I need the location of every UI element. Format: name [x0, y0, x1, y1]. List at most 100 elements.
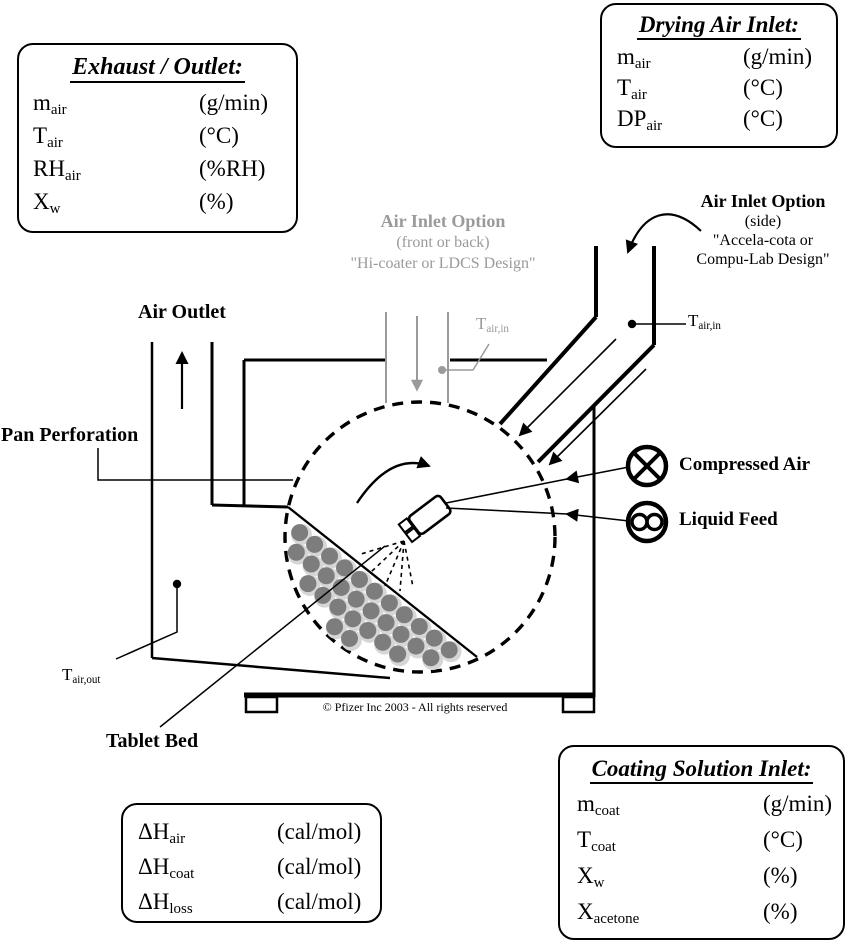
compressed-air-label: Compressed Air	[679, 454, 811, 475]
param-row: ΔHcoat(cal/mol)	[138, 849, 380, 884]
exhaust-outlet-box: Exhaust / Outlet: mair(g/min) Tair (°C) R…	[17, 43, 298, 233]
tablet-bed-leader	[159, 545, 386, 728]
param-label: mcoat	[577, 791, 620, 820]
param-unit: (cal/mol)	[277, 889, 362, 914]
param-label: Tcoat	[577, 827, 616, 856]
air-inlet-option-front-title: Air Inlet Option	[380, 211, 506, 231]
t-air-in-front-leader	[438, 343, 490, 374]
tablet	[287, 543, 305, 561]
tablet	[380, 594, 398, 612]
tablet	[425, 629, 443, 647]
air-inlet-option-side-position: (side)	[744, 213, 782, 230]
tablet	[336, 559, 354, 577]
coating-solution-inlet-box: Coating Solution Inlet: mcoat(g/min) Tco…	[558, 745, 845, 940]
air-outlet-label: Air Outlet	[138, 301, 226, 323]
tablet	[329, 598, 347, 616]
drying-air-inlet-box: Drying Air Inlet: mair(g/min) Tair(°C) D…	[600, 3, 838, 148]
tablet	[332, 578, 350, 596]
param-unit: (g/min)	[763, 791, 832, 816]
param-label: Xacetone	[577, 899, 640, 928]
air-inlet-option-front-design: "Hi-coater or LDCS Design"	[350, 255, 536, 272]
tablet	[392, 625, 410, 643]
copyright-notice: © Pfizer Inc 2003 - All rights reserved	[322, 700, 508, 714]
liquid-feed-label: Liquid Feed	[679, 509, 778, 530]
param-unit: (°C)	[743, 75, 783, 100]
tablet	[326, 618, 344, 636]
probe-dot	[627, 319, 637, 329]
tablet-bed-surface	[287, 506, 478, 658]
tablet	[317, 567, 335, 585]
param-row: Xw (%)	[33, 185, 296, 218]
param-label: ΔHcoat	[138, 854, 195, 883]
param-row: mcoat (g/min)	[577, 786, 843, 822]
tablet	[359, 622, 377, 640]
t-air-in-side-label: Tair,in	[688, 311, 721, 333]
tablet	[302, 555, 320, 573]
tablet	[344, 610, 362, 628]
coater-casing	[151, 358, 596, 697]
tablet	[365, 582, 383, 600]
probe-dot	[172, 579, 182, 589]
param-row: Tair (°C)	[33, 119, 296, 152]
t-air-out-label: Tair,out	[62, 665, 101, 687]
tablet	[321, 547, 339, 565]
param-label: ΔHair	[138, 819, 186, 848]
air-inlet-option-side-design-1: "Accela-cota or	[712, 232, 814, 249]
param-unit: (°C)	[743, 106, 783, 131]
air-inlet-option-front-block: Air Inlet Option (front or back) "Hi-coa…	[325, 211, 561, 274]
tablet-bed	[287, 523, 462, 671]
param-unit: (°C)	[763, 827, 803, 852]
compressed-air-line	[445, 466, 630, 504]
tablet	[440, 641, 458, 659]
param-row: mair(g/min)	[617, 41, 836, 72]
param-unit: (g/min)	[743, 44, 812, 69]
air-inlet-option-side-title: Air Inlet Option	[700, 191, 826, 211]
t-air-in-front-label: Tair,in	[476, 314, 509, 336]
tablet	[299, 575, 317, 593]
param-row: mair(g/min)	[33, 86, 296, 119]
param-row: ΔHloss(cal/mol)	[138, 884, 380, 919]
param-unit: (cal/mol)	[277, 819, 362, 844]
front-back-inlet-duct	[385, 312, 449, 403]
param-row: ΔHair (cal/mol)	[138, 814, 380, 849]
param-unit: (°C)	[199, 123, 239, 148]
coating-pan-drum	[283, 400, 557, 674]
side-inlet-duct	[498, 246, 656, 464]
tablet	[407, 637, 425, 655]
tablet	[350, 571, 368, 589]
param-row: RHair (%RH)	[33, 152, 296, 185]
param-label: RHair	[33, 156, 81, 185]
param-unit: (%)	[763, 863, 798, 888]
param-label: Tair	[617, 75, 647, 104]
enthalpy-box: ΔHair(cal/mol) ΔHcoat(cal/mol) ΔHloss(ca…	[121, 803, 382, 923]
param-unit: (%RH)	[199, 156, 266, 181]
probe-dot	[438, 366, 446, 374]
param-unit: (%)	[199, 189, 234, 214]
tablet	[410, 617, 428, 635]
param-label: DPair	[617, 106, 663, 135]
param-label: mair	[33, 90, 67, 119]
side-inlet-flow-arrow-1	[518, 338, 617, 437]
tablet-bed-label: Tablet Bed	[106, 730, 199, 752]
liquid-feed-icon	[625, 500, 669, 544]
tablet	[347, 590, 365, 608]
tablet	[422, 649, 440, 667]
foot-left	[244, 695, 279, 714]
tablet	[377, 614, 395, 632]
param-row: Xw (%)	[577, 858, 843, 894]
pan-perforation-label: Pan Perforation	[1, 424, 139, 446]
param-label: Xw	[577, 863, 605, 892]
drum-rotation-arrow	[356, 456, 431, 504]
tablet	[362, 602, 380, 620]
param-row: DPair (°C)	[617, 103, 836, 134]
spray-nozzle	[397, 494, 452, 544]
pan-perforation-leader	[97, 448, 293, 481]
param-label: Xw	[33, 189, 61, 218]
param-label: Tair	[33, 123, 63, 152]
t-air-in-side-leader	[627, 319, 686, 329]
tablet	[395, 606, 413, 624]
foot-right	[561, 695, 596, 714]
exhaust-outlet-title: Exhaust / Outlet:	[19, 54, 296, 83]
